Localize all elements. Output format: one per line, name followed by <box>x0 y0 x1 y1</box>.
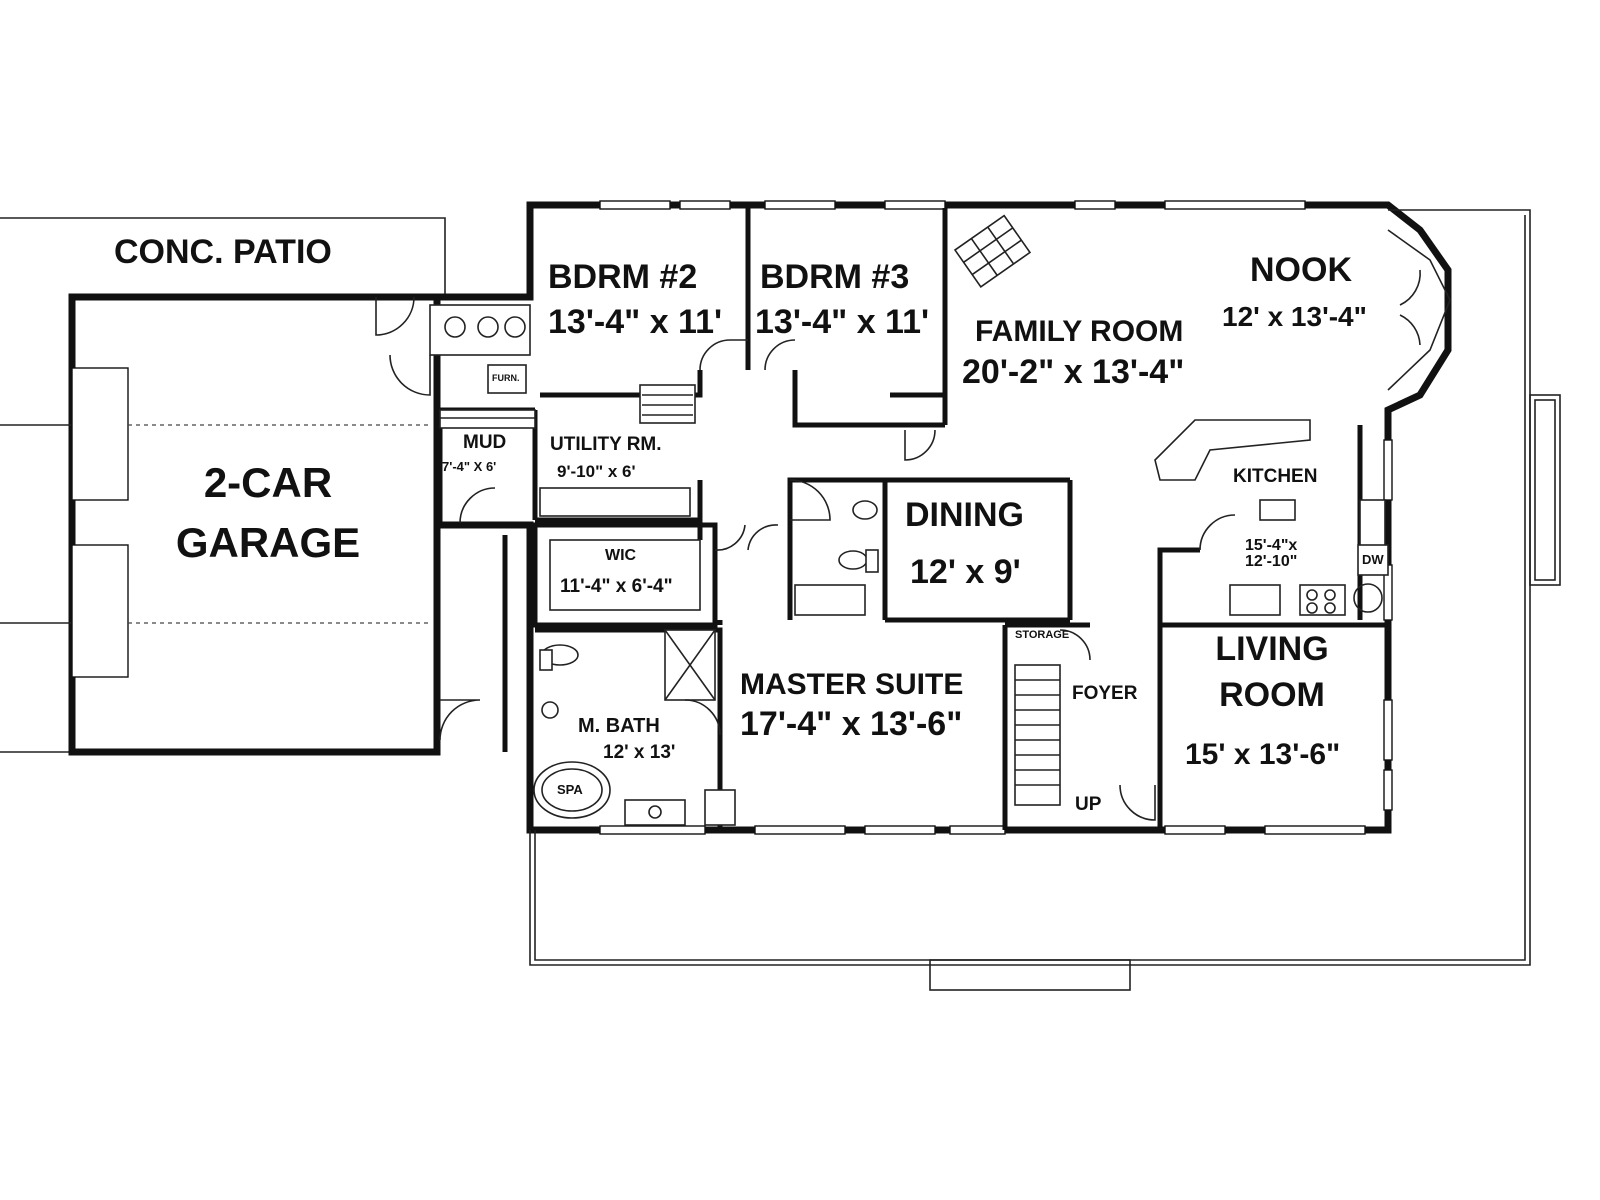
spa-label: SPA <box>557 782 583 797</box>
family-room-label: FAMILY ROOM <box>975 315 1184 348</box>
bdrm2-size: 13'-4" x 11' <box>548 303 723 341</box>
nook-size: 12' x 13'-4" <box>1222 301 1367 332</box>
master-bath-label: M. BATH <box>578 715 660 737</box>
master-bath-size: 12' x 13' <box>603 742 676 763</box>
utility-size: 9'-10" x 6' <box>557 462 636 481</box>
garage-label-line2: GARAGE <box>175 519 361 566</box>
family-room-size: 20'-2" x 13'-4" <box>962 353 1185 391</box>
nook-label: NOOK <box>1250 251 1352 289</box>
wic-size: 11'-4" x 6'-4" <box>560 576 673 597</box>
mud-label: MUD <box>463 432 507 453</box>
dining-label: DINING <box>905 496 1024 534</box>
patio-label: CONC. PATIO <box>114 233 332 271</box>
bdrm2-label: BDRM #2 <box>548 258 698 296</box>
kitchen-size-line1: 15'-4"x <box>1245 537 1298 554</box>
utility-label: UTILITY RM. <box>550 434 662 455</box>
living-room-label-line2: ROOM <box>1219 676 1325 714</box>
stairs-up-label: UP <box>1075 794 1102 815</box>
kitchen-size-line2: 12'-10" <box>1245 553 1298 570</box>
dining-size: 12' x 9' <box>910 553 1021 591</box>
mud-size: 7'-4" X 6' <box>442 459 497 474</box>
living-room-size: 15' x 13'-6" <box>1185 738 1341 771</box>
interior-walls <box>389 208 1451 830</box>
bdrm3-size: 13'-4" x 11' <box>755 303 930 341</box>
storage-label: STORAGE <box>1015 629 1070 641</box>
kitchen-size: 15'-4"x 12'-10" <box>1245 538 1297 570</box>
kitchen-label: KITCHEN <box>1233 466 1318 487</box>
living-room-label-line1: LIVING <box>1215 630 1329 668</box>
garage-label: 2-CAR GARAGE <box>168 462 368 564</box>
dishwasher-label: DW <box>1362 552 1384 567</box>
furnace-label: FURN. <box>492 373 520 383</box>
bdrm3-label: BDRM #3 <box>760 258 910 296</box>
garage-label-line1: 2-CAR <box>203 459 333 506</box>
master-suite-size: 17'-4" x 13'-6" <box>740 705 963 743</box>
living-room-label: LIVING ROOM <box>1197 632 1347 712</box>
wic-label: WIC <box>605 547 637 564</box>
master-suite-label: MASTER SUITE <box>740 668 964 701</box>
foyer-label: FOYER <box>1072 683 1138 704</box>
porch <box>529 209 1561 991</box>
patio-outline <box>0 217 446 753</box>
